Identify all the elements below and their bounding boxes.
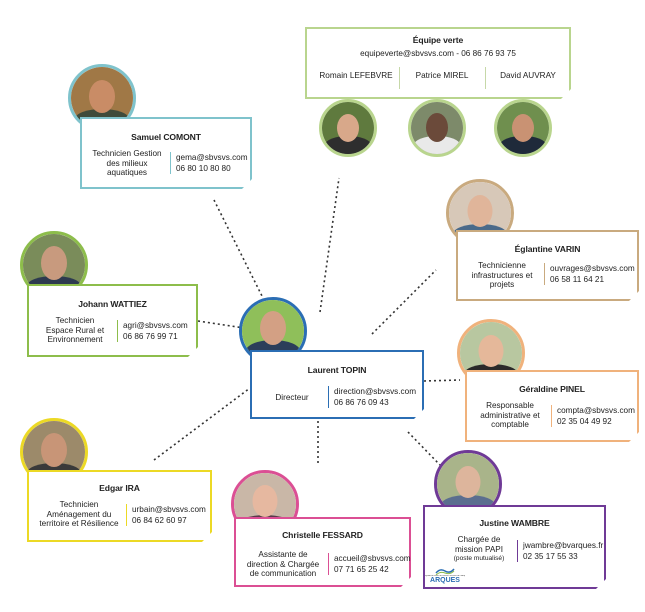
contact-laurent: direction@sbvsvs.com 06 86 76 09 43	[328, 386, 416, 408]
role-laurent-line-1: Directeur	[275, 393, 309, 402]
phone-edgar: 06 84 62 60 97	[132, 516, 187, 525]
card-edgar: Edgar IRA Technicien Aménagement du terr…	[27, 470, 212, 542]
email-samuel[interactable]: gema@sbvsvs.com	[176, 153, 248, 162]
role-justine-line-3: (poste mutualisé)	[453, 555, 505, 563]
team-member-2: Patrice MIREL	[415, 71, 469, 80]
phone-geraldine: 02 35 04 49 92	[557, 417, 612, 426]
card-eglantine: Églantine VARIN Technicienne infrastruct…	[456, 230, 639, 301]
team-contact: equipeverte@sbvsvs.com - 06 86 76 93 75	[360, 49, 516, 58]
phone-justine: 02 35 17 55 33	[523, 552, 578, 561]
name-samuel: Samuel COMONT	[131, 132, 201, 142]
team-member-3: David AUVRAY	[500, 71, 556, 80]
role-eglantine-line-3: projets	[489, 280, 515, 290]
photo-david	[494, 99, 552, 157]
arques-logo: syndicat mixte du bassin versant de l'Ar…	[425, 567, 465, 587]
contact-edgar: urbain@sbvsvs.com 06 84 62 60 97	[126, 504, 206, 526]
team-separator-1	[399, 67, 400, 89]
name-laurent: Laurent TOPIN	[307, 365, 367, 375]
role-edgar: Technicien Aménagement du territoire et …	[31, 500, 127, 529]
role-edgar-line-1: Technicien	[59, 500, 99, 509]
contact-johann: agri@sbvsvs.com 06 86 76 99 71	[117, 320, 188, 342]
role-justine-line-2: mission PAPI	[454, 544, 504, 554]
card-laurent: Laurent TOPIN Directeur direction@sbvsvs…	[250, 350, 424, 419]
role-christelle-line-1: Assistante de	[258, 550, 308, 559]
role-samuel-line-2: des milieux	[106, 158, 148, 168]
role-christelle-line-3: de communication	[249, 569, 317, 579]
role-geraldine: Responsable administrative et comptable	[469, 401, 551, 430]
phone-laurent: 06 86 76 09 43	[334, 398, 389, 407]
logo-wave-icon	[435, 568, 455, 575]
role-christelle: Assistante de direction & Chargée de com…	[238, 550, 328, 579]
role-geraldine-line-1: Responsable	[486, 401, 534, 410]
name-christelle: Christelle FESSARD	[282, 530, 363, 540]
role-johann: Technicien Espace Rural et Environnement	[35, 316, 115, 345]
contact-justine: jwambre@bvarques.fr 02 35 17 55 33	[517, 540, 603, 562]
card-christelle: Christelle FESSARD Assistante de directi…	[234, 517, 411, 587]
email-christelle[interactable]: accueil@sbvsvs.com	[334, 554, 411, 563]
phone-samuel: 06 80 10 80 80	[176, 164, 231, 173]
contact-eglantine: ouvrages@sbvsvs.com 06 58 11 64 21	[544, 263, 635, 285]
logo-text: ARQUES	[430, 577, 460, 585]
phone-christelle: 07 71 65 25 42	[334, 565, 389, 574]
team-card: Équipe verte equipeverte@sbvsvs.com - 06…	[305, 27, 571, 99]
team-member-1: Romain LEFEBVRE	[319, 71, 393, 80]
card-johann: Johann WATTIEZ Technicien Espace Rural e…	[27, 284, 198, 357]
role-geraldine-line-2: administrative et	[480, 410, 540, 420]
contact-samuel: gema@sbvsvs.com 06 80 10 80 80	[170, 152, 248, 174]
email-edgar[interactable]: urbain@sbvsvs.com	[132, 505, 206, 514]
name-eglantine: Églantine VARIN	[514, 244, 581, 254]
card-geraldine: Géraldine PINEL Responsable administrati…	[465, 370, 639, 442]
logo-subtext: syndicat mixte du bassin versant de l'Ar…	[425, 575, 465, 577]
phone-eglantine: 06 58 11 64 21	[550, 275, 605, 284]
role-johann-line-3: Environnement	[47, 335, 103, 345]
role-johann-line-1: Technicien	[55, 316, 95, 325]
role-eglantine: Technicienne infrastructures et projets	[460, 261, 544, 290]
link-samuel	[213, 199, 263, 297]
name-johann: Johann WATTIEZ	[78, 299, 147, 309]
card-samuel: Samuel COMONT Technicien Gestion des mil…	[80, 117, 252, 189]
email-eglantine[interactable]: ouvrages@sbvsvs.com	[550, 264, 635, 273]
role-johann-line-2: Espace Rural et	[45, 325, 105, 335]
email-johann[interactable]: agri@sbvsvs.com	[123, 321, 188, 330]
contact-geraldine: compta@sbvsvs.com 02 35 04 49 92	[551, 405, 635, 427]
email-geraldine[interactable]: compta@sbvsvs.com	[557, 406, 635, 415]
link-team	[319, 177, 340, 313]
email-laurent[interactable]: direction@sbvsvs.com	[334, 387, 417, 396]
role-eglantine-line-1: Technicienne	[478, 261, 526, 270]
role-laurent: Directeur	[258, 393, 326, 403]
role-justine-line-1: Chargée de	[457, 535, 501, 544]
role-samuel-line-3: aquatiques	[106, 168, 148, 178]
role-justine: Chargée de mission PAPI (poste mutualisé…	[439, 535, 519, 564]
role-edgar-line-2: Aménagement du	[46, 509, 112, 519]
phone-johann: 06 86 76 99 71	[123, 332, 178, 341]
team-separator-2	[485, 67, 486, 89]
link-edgar	[153, 387, 251, 461]
link-geraldine	[423, 379, 461, 382]
role-edgar-line-3: territoire et Résilience	[39, 519, 119, 529]
photo-romain	[319, 99, 377, 157]
role-samuel-line-1: Technicien Gestion	[92, 149, 162, 158]
link-johann	[197, 320, 245, 329]
photo-patrice	[408, 99, 466, 157]
email-justine[interactable]: jwambre@bvarques.fr	[523, 541, 604, 550]
team-title: Équipe verte	[412, 35, 464, 45]
role-samuel: Technicien Gestion des milieux aquatique…	[84, 149, 170, 178]
card-justine: Justine WAMBRE Chargée de mission PAPI (…	[423, 505, 606, 589]
name-geraldine: Géraldine PINEL	[519, 384, 585, 394]
name-justine: Justine WAMBRE	[479, 518, 550, 528]
link-justine	[407, 431, 441, 466]
role-geraldine-line-3: comptable	[491, 420, 529, 430]
role-eglantine-line-2: infrastructures et	[471, 270, 533, 280]
link-eglantine	[371, 269, 437, 335]
role-christelle-line-2: direction & Chargée	[246, 559, 320, 569]
name-edgar: Edgar IRA	[99, 483, 140, 493]
contact-christelle: accueil@sbvsvs.com 07 71 65 25 42	[328, 553, 411, 575]
